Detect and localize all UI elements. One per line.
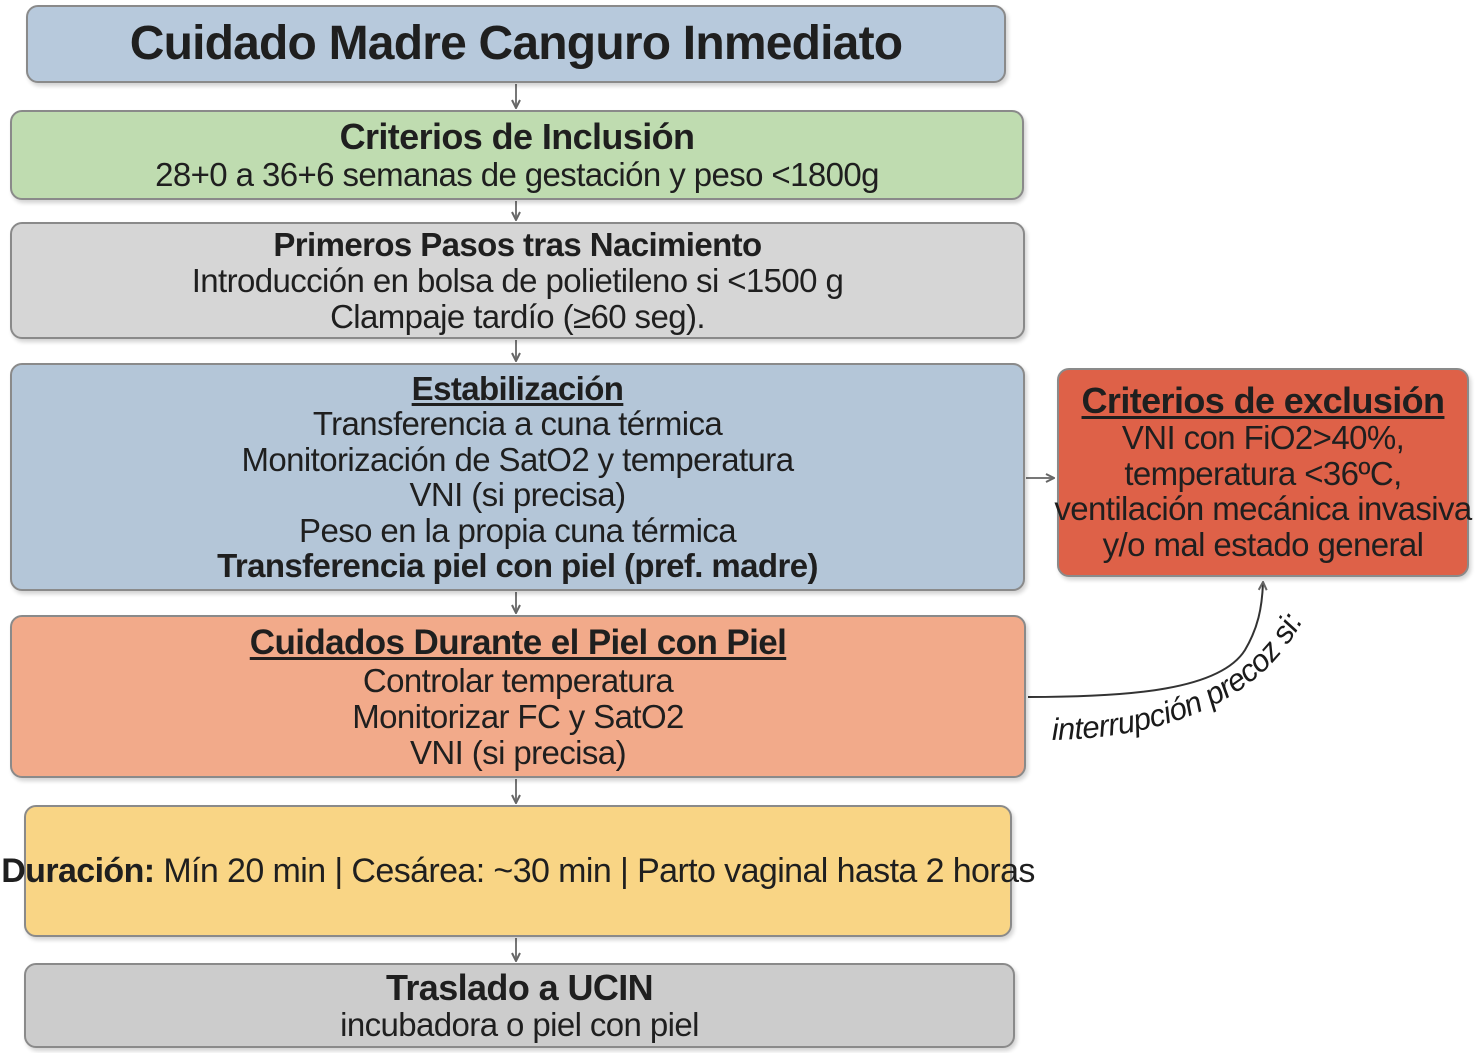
stabilization-bold-line: Transferencia piel con piel (pref. madre… — [217, 547, 818, 584]
interruption-label: interrupción precoz si: — [1051, 607, 1309, 747]
first-steps-line: Introducción en bolsa de polietileno si … — [191, 261, 844, 299]
exclusion-line: VNI con FiO2>40%, — [1121, 419, 1405, 457]
duration-line: Duración: Mín 20 min | Cesárea: ~30 min … — [1, 853, 1035, 889]
arrow-care-to-exclusion-curve — [1027, 583, 1263, 698]
skin-care-line: VNI (si precisa) — [410, 733, 627, 771]
exclusion-line: y/o mal estado general — [1102, 525, 1424, 563]
stabilization-box: Estabilización Transferencia a cuna térm… — [10, 363, 1025, 591]
first-steps-box: Primeros Pasos tras Nacimiento Introducc… — [10, 222, 1025, 339]
exclusion-line: temperatura <36ºC, — [1124, 454, 1402, 492]
first-steps-heading: Primeros Pasos tras Nacimiento — [273, 225, 762, 263]
exclusion-line: ventilación mecánica invasiva — [1054, 490, 1472, 528]
skin-to-skin-care-box: Cuidados Durante el Piel con Piel Contro… — [10, 615, 1026, 778]
exclusion-criteria-box: Criterios de exclusión VNI con FiO2>40%,… — [1054, 368, 1472, 577]
skin-care-line: Controlar temperatura — [362, 661, 674, 699]
inclusion-text: 28+0 a 36+6 semanas de gestación y peso … — [155, 156, 879, 193]
stabilization-line: Monitorización de SatO2 y temperatura — [241, 440, 795, 478]
skin-care-line: Monitorizar FC y SatO2 — [352, 697, 684, 735]
duration-text: Mín 20 min | Cesárea: ~30 min | Parto va… — [154, 852, 1035, 890]
transfer-box: Traslado a UCIN incubadora o piel con pi… — [24, 963, 1015, 1048]
exclusion-heading: Criterios de exclusión — [1081, 379, 1446, 421]
duration-box: Duración: Mín 20 min | Cesárea: ~30 min … — [1, 805, 1035, 937]
stabilization-line: Transferencia a cuna térmica — [312, 405, 723, 442]
transfer-text: incubadora o piel con piel — [340, 1005, 699, 1043]
skin-care-heading: Cuidados Durante el Piel con Piel — [249, 622, 787, 662]
title-box: Cuidado Madre Canguro Inmediato — [26, 5, 1006, 83]
first-steps-line: Clampaje tardío (≥60 seg). — [330, 297, 705, 335]
inclusion-heading: Criterios de Inclusión — [339, 116, 695, 157]
stabilization-heading: Estabilización — [411, 369, 624, 407]
transfer-heading: Traslado a UCIN — [385, 966, 654, 1008]
page-title: Cuidado Madre Canguro Inmediato — [129, 17, 903, 70]
inclusion-criteria-box: Criterios de Inclusión 28+0 a 36+6 seman… — [10, 110, 1024, 200]
stabilization-line: VNI (si precisa) — [409, 476, 627, 513]
duration-label: Duración: — [1, 852, 155, 890]
interruption-label-text: interrupción precoz si: — [1051, 607, 1309, 747]
stabilization-line: Peso en la propia cuna térmica — [299, 511, 737, 549]
